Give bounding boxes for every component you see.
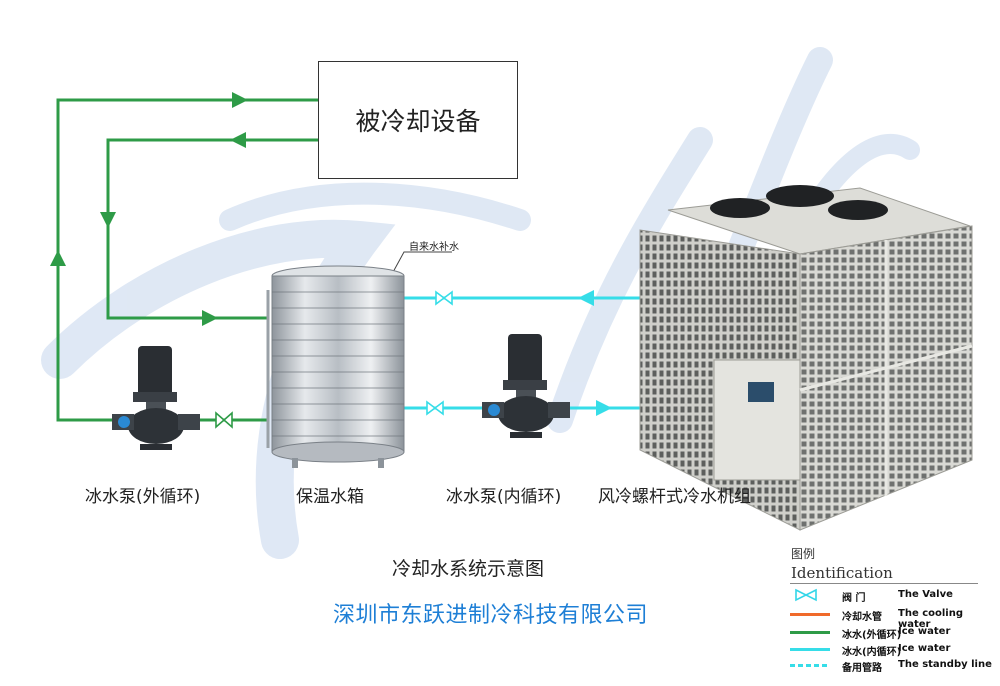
outer-line-swatch xyxy=(790,631,830,634)
standby-line-swatch xyxy=(790,664,830,667)
legend-en: The cooling water xyxy=(898,608,964,630)
valve-icon xyxy=(795,588,817,602)
legend-item-inner: 冰水(内循环) Ice water xyxy=(790,641,995,658)
legend-cn: 冰水(外循环) xyxy=(842,630,902,641)
legend-subtitle: Identification xyxy=(791,564,893,582)
pump-outer-label: 冰水泵(外循环) xyxy=(85,487,201,507)
chiller-label: 风冷螺杆式冷水机组 xyxy=(598,487,751,507)
pump-outer-icon xyxy=(112,346,200,450)
cooling-line-swatch xyxy=(790,613,830,616)
valve-inner-top xyxy=(435,290,453,306)
pump-inner-label: 冰水泵(内循环) xyxy=(446,487,562,507)
supply-line xyxy=(391,251,452,275)
legend-cn: 冷却水管 xyxy=(842,612,882,623)
water-supply-label: 自来水补水 xyxy=(409,242,459,253)
inner-line-swatch xyxy=(790,648,830,651)
legend-cn: 冰水(内循环) xyxy=(842,647,902,658)
legend-en: Ice water xyxy=(898,626,951,637)
legend-en: The Valve xyxy=(898,589,953,600)
legend-title: 图例 xyxy=(791,547,816,561)
cooled-equipment-label: 被冷却设备 xyxy=(355,107,481,136)
legend-item-cooling: 冷却水管 The cooling water xyxy=(790,606,995,630)
legend-divider xyxy=(790,583,978,584)
legend-en: The standby line xyxy=(898,659,992,670)
pump-inner-icon xyxy=(482,334,570,438)
inner-loop-arrows xyxy=(578,290,612,416)
legend-item-standby: 备用管路 The standby line xyxy=(790,657,995,674)
cooled-equipment-box: 被冷却设备 xyxy=(318,61,518,179)
valve-inner-bottom xyxy=(426,400,444,416)
legend-en: Ice water xyxy=(898,643,951,654)
tank-label: 保温水箱 xyxy=(296,487,364,507)
diagram-title: 冷却水系统示意图 xyxy=(392,558,545,580)
legend-item-valve: 阀 门 The Valve xyxy=(790,587,995,604)
insulated-tank xyxy=(266,265,405,468)
legend-item-outer: 冰水(外循环) Ice water xyxy=(790,624,995,641)
valve-outer xyxy=(215,411,233,429)
company-name: 深圳市东跃进制冷科技有限公司 xyxy=(333,603,649,628)
chiller-unit xyxy=(639,185,973,531)
legend-cn: 阀 门 xyxy=(842,593,866,604)
outer-loop-arrows xyxy=(50,92,248,326)
legend-cn: 备用管路 xyxy=(842,663,882,674)
